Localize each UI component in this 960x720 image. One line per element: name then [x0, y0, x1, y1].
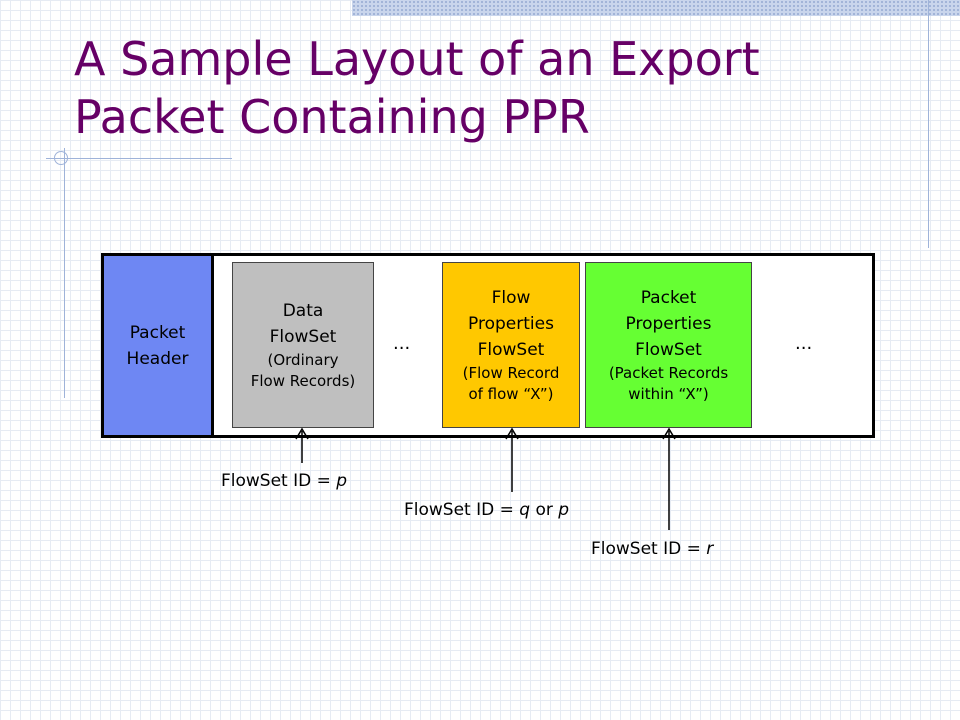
packet-properties-flowset-block: Packet Properties FlowSet (Packet Record… — [585, 262, 752, 428]
flowset-id-qp-label: FlowSet ID = q or p — [404, 500, 569, 520]
packet-header-line-2: Header — [126, 348, 189, 369]
packet-properties-line-1: Packet — [640, 288, 697, 308]
flowset-id-p-prefix: FlowSet ID = — [221, 471, 337, 491]
title-line-2: Packet Containing PPR — [74, 90, 590, 144]
arrowhead-packet-properties — [662, 427, 676, 440]
flow-properties-line-4: (Flow Record — [462, 364, 560, 382]
data-flowset-block: Data FlowSet (Ordinary Flow Records) — [232, 262, 374, 428]
flowset-id-qp-var2: p — [558, 500, 570, 520]
flowset-id-p-var: p — [336, 471, 348, 491]
decorative-vertical-line-left — [64, 148, 65, 398]
decorative-vertical-line-right — [928, 0, 929, 248]
ellipsis-2: ... — [795, 333, 813, 354]
flow-properties-line-1: Flow — [491, 288, 531, 308]
arrowhead-data-flowset — [295, 427, 309, 440]
flowset-id-r-prefix: FlowSet ID = — [591, 539, 707, 559]
flow-properties-line-3: FlowSet — [477, 340, 545, 360]
packet-properties-line-3: FlowSet — [635, 340, 702, 360]
flowset-id-r-var: r — [706, 539, 714, 559]
data-flowset-line-3: (Ordinary — [267, 351, 339, 369]
arrowhead-flow-properties — [505, 427, 519, 440]
flowset-id-r-label: FlowSet ID = r — [591, 539, 713, 559]
data-flowset-line-1: Data — [282, 301, 324, 321]
ellipsis-1: ... — [393, 333, 411, 354]
flowset-id-qp-mid: or — [530, 500, 559, 520]
packet-properties-line-5: within “X”) — [628, 385, 709, 403]
flow-properties-line-2: Properties — [468, 314, 554, 334]
packet-properties-line-2: Properties — [625, 314, 712, 334]
decorative-header-bar — [352, 0, 960, 16]
slide-title: A Sample Layout of an Export Packet Cont… — [74, 30, 760, 146]
flowset-id-qp-prefix: FlowSet ID = — [404, 500, 520, 520]
flowset-id-qp-var1: q — [519, 500, 531, 520]
packet-properties-line-4: (Packet Records — [608, 364, 729, 382]
flow-properties-flowset-block: Flow Properties FlowSet (Flow Record of … — [442, 262, 580, 428]
data-flowset-line-2: FlowSet — [269, 327, 337, 347]
decorative-circle — [54, 151, 68, 165]
flowset-id-p-label: FlowSet ID = p — [221, 471, 347, 491]
packet-header-block: Packet Header — [104, 256, 214, 435]
packet-header-line-1: Packet — [129, 322, 186, 343]
decorative-horizontal-line — [46, 158, 232, 159]
data-flowset-line-4: Flow Records) — [250, 372, 356, 390]
flow-properties-line-5: of flow “X”) — [468, 385, 554, 403]
title-line-1: A Sample Layout of an Export — [74, 32, 760, 86]
